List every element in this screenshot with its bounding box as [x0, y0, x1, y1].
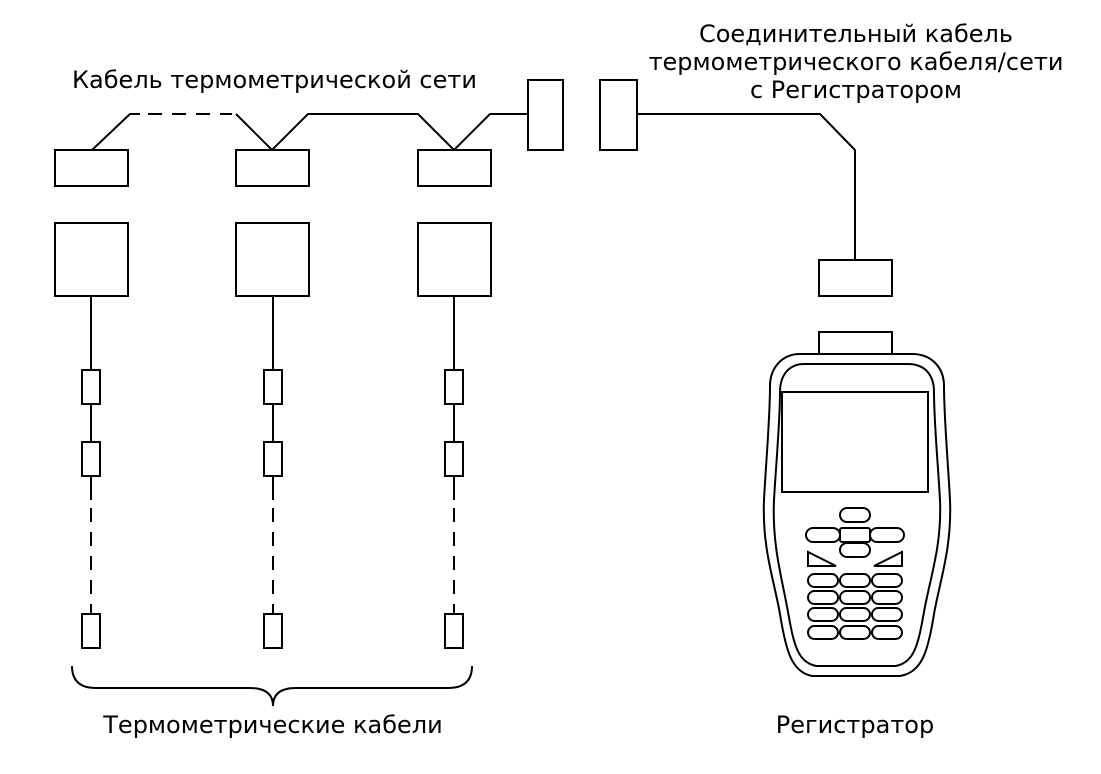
- connection-cable-label-line2: термометрического кабеля/сети: [649, 48, 1064, 76]
- device-body-outline: [762, 353, 952, 677]
- sensor: [263, 613, 283, 649]
- keypad-key: [871, 590, 903, 605]
- thermo-cable-1: [54, 149, 129, 649]
- network-cable-wiring: [91, 113, 528, 152]
- softkey-right: [869, 527, 905, 543]
- registrator-side-connector: [599, 79, 638, 151]
- cable-head-unit: [54, 222, 129, 297]
- sensor: [263, 369, 283, 405]
- sensor: [444, 369, 464, 405]
- right-triangle-key: [873, 550, 903, 567]
- cable-head-unit: [417, 222, 492, 297]
- keypad-key: [807, 625, 839, 640]
- cables-group-brace: [71, 665, 473, 707]
- nav-up-key: [839, 507, 871, 523]
- cable-head-unit: [235, 222, 310, 297]
- keypad-key: [807, 607, 839, 622]
- keypad-key: [839, 573, 871, 588]
- connection-cable-wire: [637, 113, 856, 260]
- left-triangle-key: [807, 550, 837, 567]
- keypad-key: [871, 607, 903, 622]
- keypad-key: [871, 625, 903, 640]
- softkey-left: [805, 527, 841, 543]
- sensor: [81, 613, 101, 649]
- device-screen: [781, 391, 929, 493]
- device-body-inner-outline: [772, 363, 942, 667]
- sensor: [81, 441, 101, 477]
- device-top-connector: [818, 331, 893, 355]
- keypad-key: [807, 590, 839, 605]
- keypad-key: [839, 625, 871, 640]
- thermo-cable-2: [235, 149, 310, 649]
- sensor: [444, 613, 464, 649]
- nav-down-key: [839, 542, 871, 558]
- thermo-cable-3: [417, 149, 492, 649]
- keypad-key: [839, 607, 871, 622]
- network-side-connector: [527, 79, 564, 151]
- sensor: [444, 441, 464, 477]
- registrator-device: [762, 331, 952, 677]
- sensor: [263, 441, 283, 477]
- keypad-key: [807, 573, 839, 588]
- registrator-label: Регистратор: [776, 711, 934, 739]
- connection-cable-label-line1: Соединительный кабель: [699, 20, 1013, 48]
- keypad-key: [839, 590, 871, 605]
- cable-junction-box: [54, 149, 129, 187]
- keypad-key: [871, 573, 903, 588]
- connection-cable-label-line3: с Регистратором: [750, 76, 962, 104]
- cable-junction-box: [235, 149, 310, 187]
- nav-center-key: [839, 527, 871, 543]
- registrator-cable-plug: [818, 259, 893, 297]
- network-cable-label: Кабель термометрической сети: [72, 66, 477, 94]
- sensor: [81, 369, 101, 405]
- cable-junction-box: [417, 149, 492, 187]
- thermo-cables-label: Термометрические кабели: [102, 711, 442, 739]
